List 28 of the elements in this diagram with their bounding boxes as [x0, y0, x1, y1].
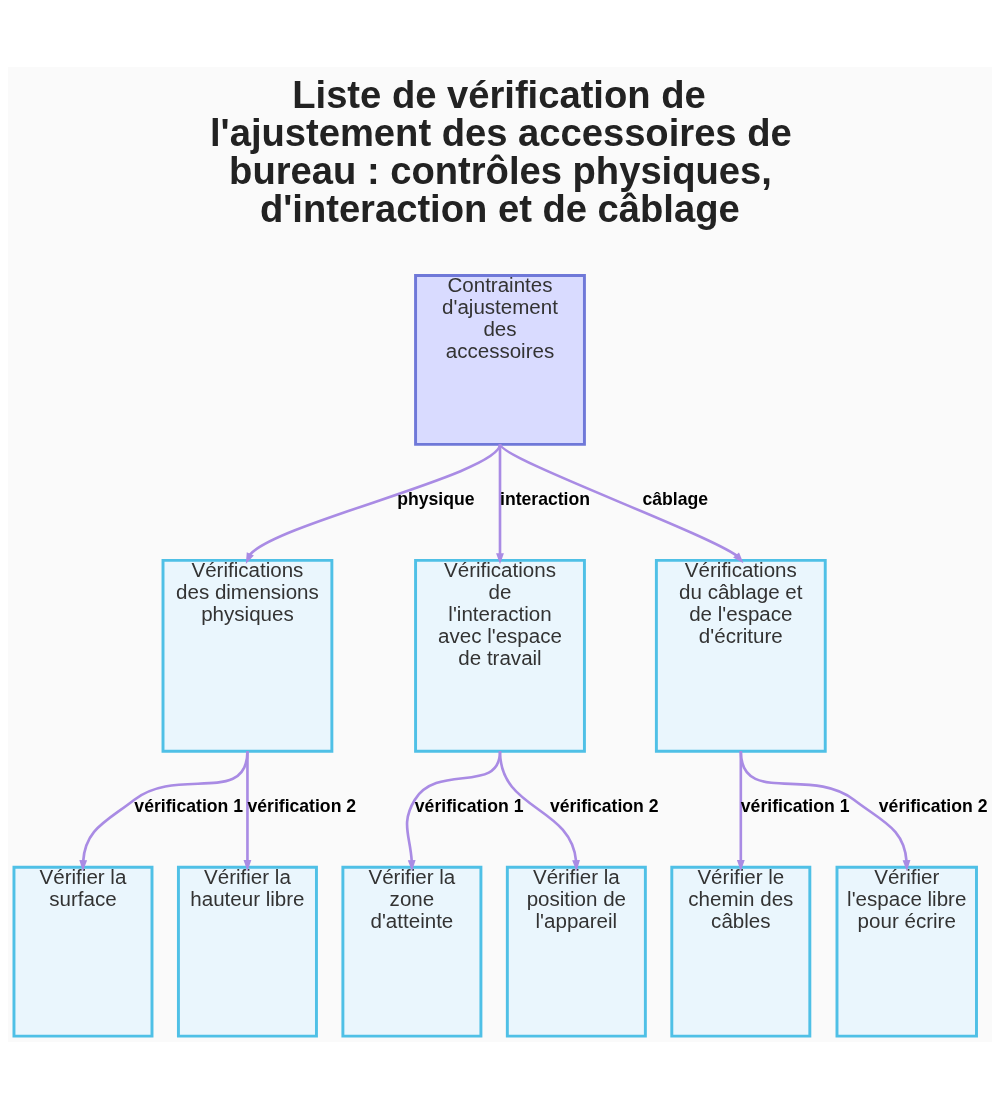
diagram-title: Liste de vérification de l'ajustement des accessoires de bureau : contrôles physiques, d'interaction et de câblage [210, 72, 792, 230]
edge-label: vérification 2 [878, 795, 988, 816]
node-box: Vérifications du câblage et de l'espace d'écriture [654, 558, 827, 753]
node-box: Vérifier la hauteur libre [176, 865, 318, 1038]
node-box: Vérifier le chemin des câbles [670, 865, 812, 1038]
node-box: Vérifier l'espace libre pour écrire [835, 865, 978, 1038]
node-box: Vérifier la zone d'atteinte [341, 865, 483, 1038]
node-box: Vérifications de l'interaction avec l'espace de travail [414, 558, 586, 753]
edge-label: vérification 2 [549, 795, 659, 816]
edge-label: vérification 1 [134, 795, 244, 816]
node-box: Contraintes d'ajustement des accessoires [414, 273, 586, 446]
edge-label: interaction [500, 488, 591, 509]
edge-label: vérification 2 [247, 795, 357, 816]
edge-label: physique [397, 488, 475, 509]
edge-label: câblage [642, 488, 709, 509]
arrow [245, 443, 502, 564]
arrow [736, 750, 745, 871]
arrow [79, 750, 249, 871]
arrow [499, 443, 744, 563]
arrow [739, 750, 911, 871]
arrow [496, 443, 504, 564]
edge-label: vérification 1 [740, 795, 850, 816]
node-box: Vérifications des dimensions physiques [161, 558, 334, 753]
node-box: Vérifier la position de l'appareil [505, 865, 647, 1038]
arrow [243, 750, 252, 871]
node-box: Vérifier la surface [12, 865, 154, 1038]
arrow [498, 750, 580, 871]
edge-label: vérification 1 [414, 795, 524, 816]
